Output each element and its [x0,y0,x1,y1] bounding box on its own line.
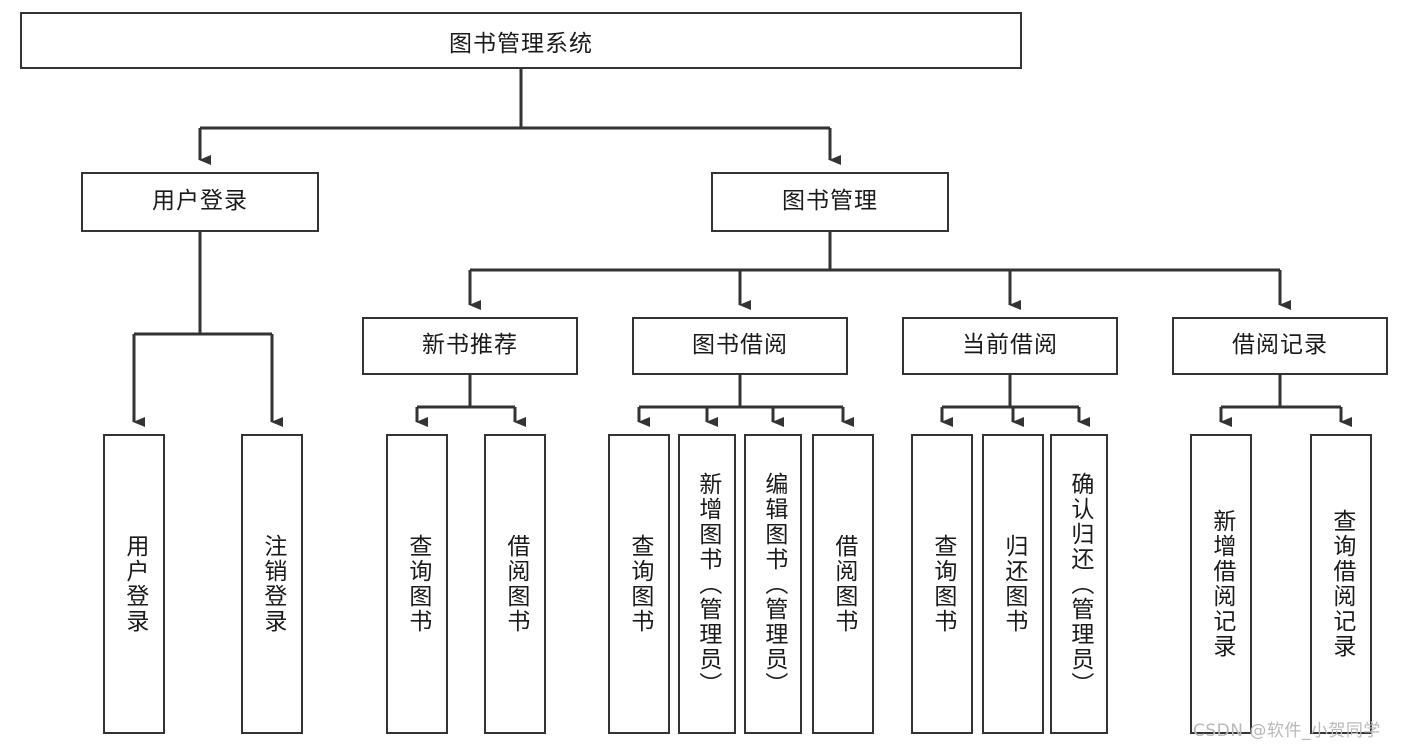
node-leaf-borrow-book-1-label: 借阅图书 [502,534,529,634]
node-leaf-add-record[interactable]: 新增借阅记录 [1190,434,1252,734]
node-user-login-label: 用户登录 [152,188,248,215]
node-leaf-query-record-label: 查询借阅记录 [1328,509,1355,659]
node-leaf-query-book-1[interactable]: 查询图书 [386,434,448,734]
node-user-login[interactable]: 用户登录 [81,172,319,232]
node-current-borrow[interactable]: 当前借阅 [902,317,1118,375]
node-leaf-query-book-3-label: 查询图书 [929,534,956,634]
node-leaf-add-record-label: 新增借阅记录 [1208,509,1235,659]
node-leaf-confirm-return[interactable]: 确认归还（管理员） [1050,434,1108,734]
node-leaf-borrow-book-1[interactable]: 借阅图书 [484,434,546,734]
node-book-borrow-label: 图书借阅 [692,332,788,359]
node-new-book-recommend-label: 新书推荐 [422,332,518,359]
node-leaf-borrow-book-2[interactable]: 借阅图书 [812,434,874,734]
node-borrow-record[interactable]: 借阅记录 [1172,317,1388,375]
node-leaf-query-record[interactable]: 查询借阅记录 [1310,434,1372,734]
node-leaf-query-book-2-label: 查询图书 [626,534,653,634]
node-book-manage[interactable]: 图书管理 [711,172,949,232]
node-leaf-confirm-return-label: 确认归还（管理员） [1066,471,1093,697]
node-leaf-user-logout-label: 注销登录 [259,534,286,634]
node-leaf-user-login[interactable]: 用户登录 [103,434,165,734]
node-current-borrow-label: 当前借阅 [962,332,1058,359]
node-leaf-borrow-book-2-label: 借阅图书 [830,534,857,634]
node-leaf-query-book-3[interactable]: 查询图书 [911,434,973,734]
node-leaf-user-logout[interactable]: 注销登录 [241,434,303,734]
node-root-label: 图书管理系统 [449,30,593,57]
node-book-manage-label: 图书管理 [782,188,878,215]
node-leaf-user-login-label: 用户登录 [121,534,148,634]
node-leaf-query-book-2[interactable]: 查询图书 [608,434,670,734]
node-leaf-edit-book-label: 编辑图书（管理员） [760,471,787,697]
node-book-borrow[interactable]: 图书借阅 [632,317,848,375]
node-leaf-query-book-1-label: 查询图书 [404,534,431,634]
node-new-book-recommend[interactable]: 新书推荐 [362,317,578,375]
node-leaf-return-book-label: 归还图书 [1000,534,1027,634]
node-borrow-record-label: 借阅记录 [1232,332,1328,359]
csdn-watermark: CSDN @软件_小贺同学 [1193,721,1381,741]
node-leaf-add-book-label: 新增图书（管理员） [694,471,721,697]
node-leaf-edit-book[interactable]: 编辑图书（管理员） [744,434,802,734]
node-root[interactable]: 图书管理系统 [20,12,1022,69]
node-leaf-return-book[interactable]: 归还图书 [982,434,1044,734]
node-leaf-add-book[interactable]: 新增图书（管理员） [678,434,736,734]
